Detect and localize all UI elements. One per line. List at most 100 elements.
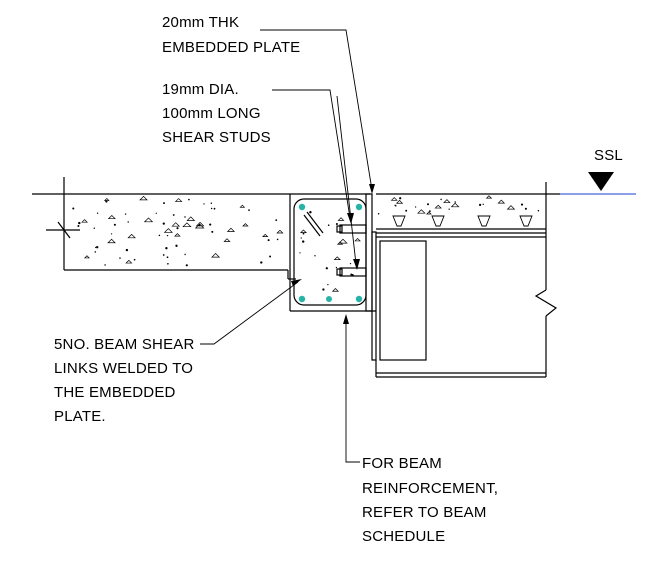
aggregate-speck [417, 209, 426, 214]
aggregate-speck [113, 223, 116, 226]
aggregate-speck [275, 219, 278, 222]
aggregate-speck [377, 212, 380, 215]
aggregate-speck [162, 254, 165, 256]
aggregate-speck [482, 203, 484, 205]
aggregate-speck [94, 251, 97, 253]
aggregate-speck [155, 212, 157, 214]
aggregate-speck [174, 233, 181, 237]
aggregate-speck [302, 232, 305, 235]
aggregate-speck [77, 225, 80, 227]
links-label-line3: THE EMBEDDED [54, 384, 176, 401]
plate-label-line1: 20mm THK [162, 14, 239, 31]
aggregate-speck [309, 211, 312, 214]
links-label-line4: PLATE. [54, 408, 106, 425]
aggregate-speck [162, 222, 165, 225]
aggregate-speck [184, 253, 186, 256]
aggregate-speck [395, 199, 404, 204]
aggregate-speck [81, 219, 89, 223]
aggregate-speck [269, 255, 272, 258]
level-triangle-icon [588, 172, 614, 191]
aggregate-speck [223, 238, 231, 242]
aggregate-speck [450, 202, 460, 208]
aggregate-speck [314, 255, 316, 257]
aggregate-speck [262, 233, 269, 238]
aggregate-speck [184, 216, 186, 218]
annotation-labels: 20mm THK EMBEDDED PLATE 19mm DIA. 100mm … [54, 14, 498, 545]
right-slab [376, 215, 546, 230]
leader-lines [200, 29, 375, 463]
aggregate-speck [428, 210, 431, 213]
aggregate-speck [213, 207, 216, 210]
aggregate-speck [537, 210, 540, 212]
aggregate-speck [95, 246, 97, 249]
aggregate-speck [485, 195, 493, 199]
aggregate-speck [248, 209, 250, 211]
aggregate-speck [478, 203, 482, 207]
aggregate-speck [127, 233, 136, 239]
aggregate-speck [210, 207, 213, 210]
aggregate-speck [163, 202, 165, 205]
aggregate-speck [333, 256, 341, 260]
left-break-line-icon [46, 221, 80, 239]
aggregate-speck [302, 240, 305, 243]
aggregate-speck [125, 248, 129, 252]
rebar-bottom-left [298, 295, 306, 303]
aggregate-speck [176, 227, 179, 230]
reinf-label-line2: REINFORCEMENT, [362, 480, 498, 497]
aggregate-speck [133, 258, 136, 261]
aggregate-speck [426, 211, 432, 215]
aggregate-speck [125, 259, 133, 264]
right-break-line-icon [534, 289, 558, 317]
shear-link-stirrup [293, 198, 367, 306]
aggregate-speck [103, 198, 110, 201]
aggregate-speck [211, 230, 214, 233]
aggregate-speck [188, 198, 190, 201]
aggregate-speck [167, 262, 169, 265]
links-label-line2: LINKS WELDED TO [54, 360, 193, 377]
rebar-top-right [355, 203, 363, 211]
rebar-bottom-right [355, 295, 363, 303]
aggregate-speck [171, 222, 181, 227]
aggregate-speck [335, 222, 338, 226]
aggregate-speck [506, 205, 516, 210]
aggregate-speck [239, 204, 246, 208]
aggregate-speck [426, 203, 430, 206]
concrete-hatch [72, 195, 540, 292]
left-slab [46, 177, 296, 280]
aggregate-speck [174, 198, 183, 202]
aggregate-speck [194, 223, 205, 229]
aggregate-speck [440, 198, 442, 201]
aggregate-speck [165, 247, 168, 250]
aggregate-speck [524, 207, 527, 210]
aggregate-speck [327, 224, 330, 226]
aggregate-speck [139, 195, 148, 201]
concrete-beam [289, 194, 376, 312]
aggregate-speck [300, 237, 302, 239]
aggregate-speck [166, 256, 169, 259]
aggregate-speck [186, 216, 196, 221]
aggregate-speck [209, 223, 212, 226]
aggregate-speck [299, 229, 307, 233]
aggregate-speck [107, 214, 116, 220]
aggregate-speck [182, 222, 192, 228]
aggregate-speck [443, 199, 451, 203]
aggregate-speck [331, 288, 339, 292]
aggregate-speck [335, 266, 338, 269]
reinf-label-line1: FOR BEAM [362, 455, 442, 472]
aggregate-speck [226, 227, 236, 232]
aggregate-speck [210, 202, 213, 204]
aggregate-speck [434, 204, 442, 209]
aggregate-speck [448, 208, 450, 210]
aggregate-speck [520, 203, 524, 206]
aggregate-speck [327, 283, 329, 286]
aggregate-speck [143, 217, 154, 223]
aggregate-speck [211, 252, 221, 258]
aggregate-speck [110, 233, 113, 235]
aggregate-speck [166, 234, 169, 237]
aggregate-speck [127, 221, 129, 223]
aggregate-speck [163, 228, 173, 233]
aggregate-speck [96, 212, 99, 214]
aggregate-speck [260, 261, 263, 264]
aggregate-speck [276, 229, 284, 234]
